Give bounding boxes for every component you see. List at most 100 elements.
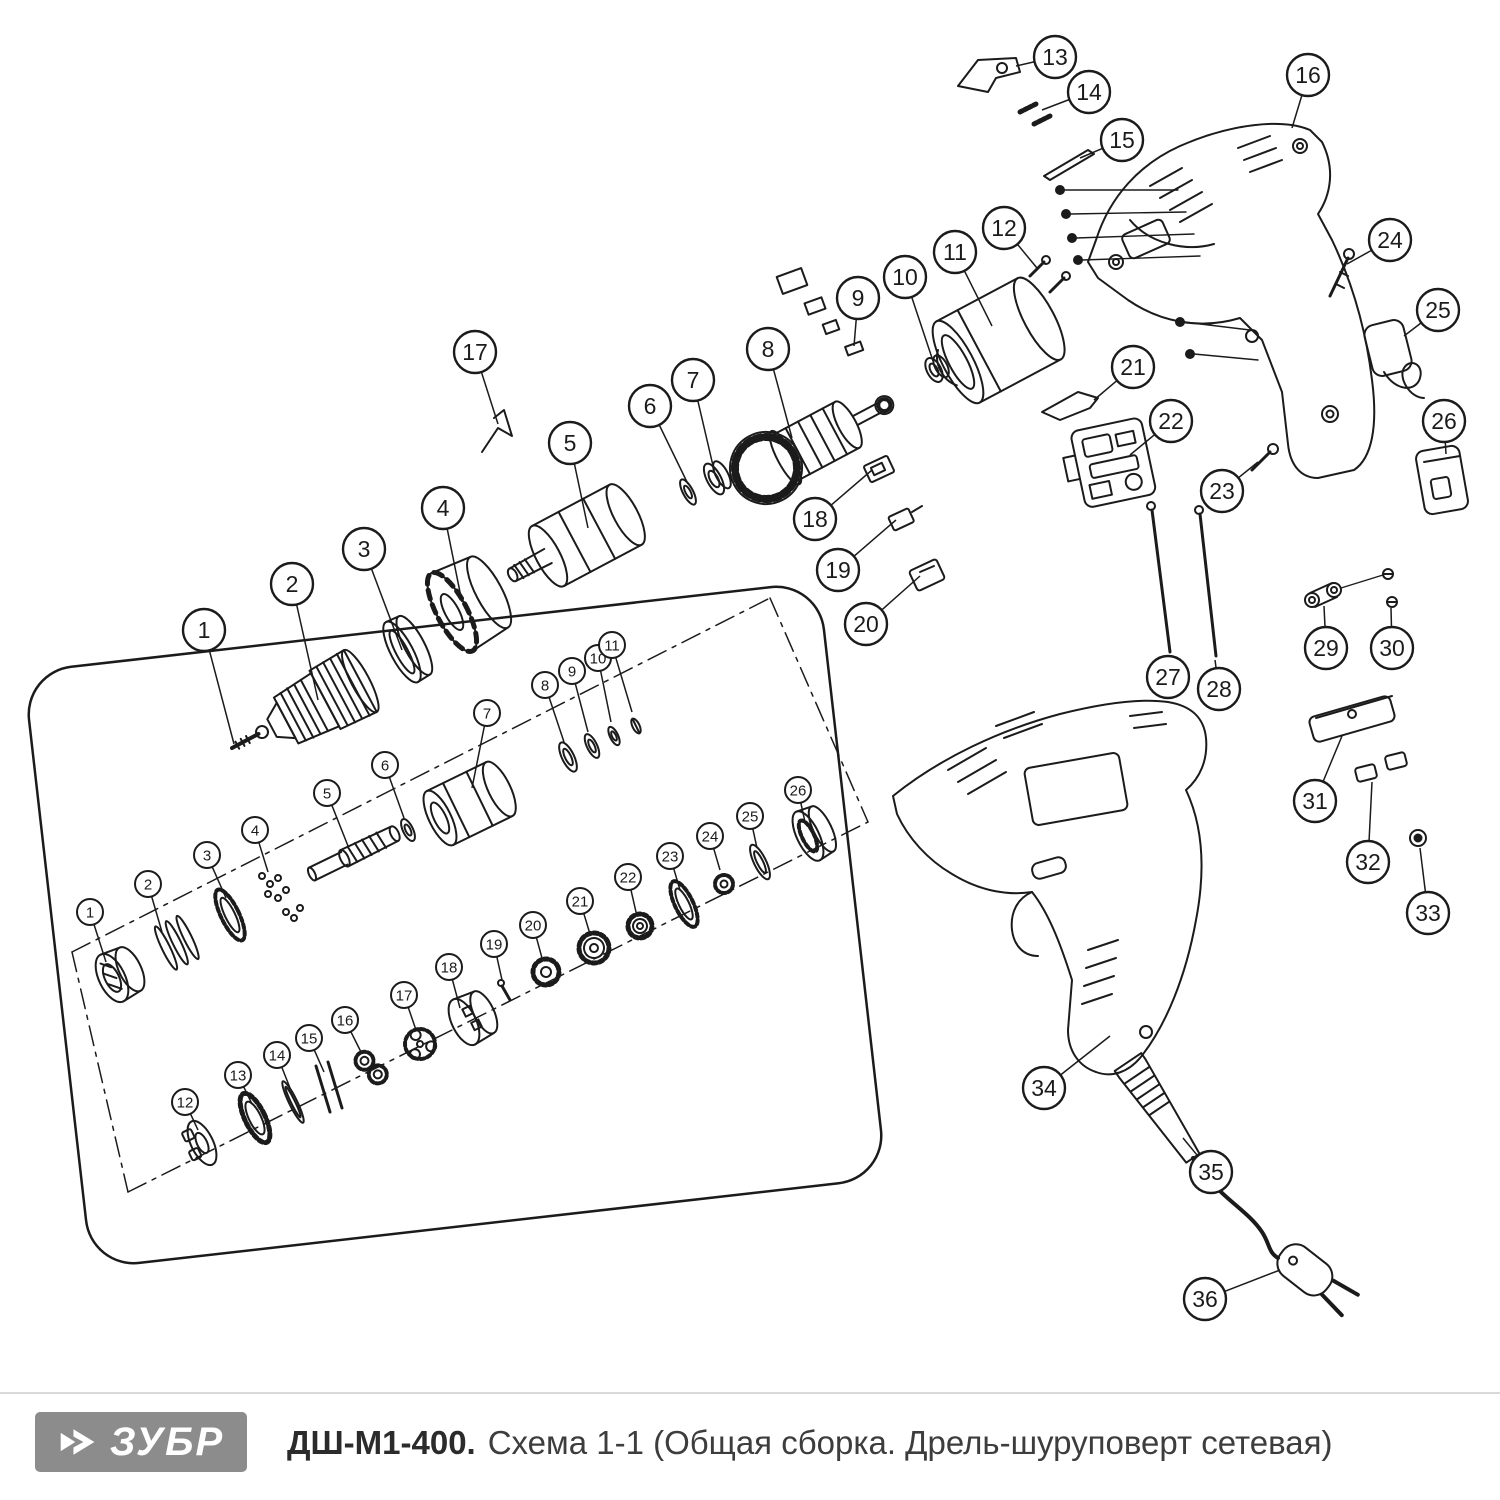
main-callout-30	[1369, 625, 1415, 671]
main-callout-20	[843, 601, 889, 647]
inset-callout-21	[566, 887, 594, 915]
inset-leader-22	[630, 889, 637, 913]
inset-leader-18	[451, 979, 461, 1009]
main-leader-29	[1323, 605, 1326, 628]
main-callout-label-32: 32	[1355, 849, 1381, 875]
inset-callout-16	[331, 1006, 359, 1034]
inset-part-14	[281, 1080, 305, 1124]
main-leader-22	[1129, 433, 1156, 456]
inset-callout-17	[390, 981, 418, 1009]
zubr-logo: ЗУБР	[35, 1412, 247, 1472]
inset-leader-15	[313, 1049, 325, 1073]
part-rod-28	[1194, 505, 1218, 658]
inset-leader-2	[150, 896, 163, 933]
main-callout-9	[835, 275, 881, 321]
part-washer-6	[679, 478, 697, 506]
main-callout-label-11: 11	[943, 239, 967, 265]
inset-part-8	[558, 741, 578, 773]
main-callout-label-14: 14	[1076, 79, 1102, 105]
inset-part-10	[607, 725, 621, 747]
main-leader-11	[963, 270, 993, 327]
main-callout-8	[745, 326, 791, 372]
main-callout-25	[1415, 287, 1461, 333]
inset-part-21	[576, 930, 612, 966]
inset-callout-18	[435, 953, 463, 981]
main-leader-2	[295, 604, 319, 701]
main-callout-29	[1303, 625, 1349, 671]
part-clip-15	[1043, 149, 1095, 181]
inset-leader-3	[211, 866, 227, 899]
inset-callout-15	[295, 1024, 323, 1052]
main-callout-label-27: 27	[1155, 664, 1181, 690]
inset-callout-12	[171, 1088, 199, 1116]
main-leader-32	[1368, 781, 1373, 842]
main-callout-label-34: 34	[1031, 1075, 1057, 1101]
main-callout-label-15: 15	[1109, 127, 1135, 153]
main-callout-18	[792, 496, 838, 542]
main-callout-label-20: 20	[853, 611, 879, 637]
inset-part-20	[530, 956, 562, 988]
caption-subtitle: Схема 1-1 (Общая сборка. Дрель-шуруповер…	[487, 1424, 1333, 1461]
inset-part-2	[153, 914, 200, 971]
inset-leader-7	[471, 725, 486, 789]
main-callout-23	[1199, 468, 1245, 514]
main-callout-11	[932, 229, 978, 275]
main-callout-14	[1066, 69, 1112, 115]
part-switch-22	[1062, 417, 1157, 508]
main-callout-label-2: 2	[286, 571, 299, 597]
inset-callout-3	[193, 841, 221, 869]
inset-callout-label-26: 26	[790, 782, 807, 799]
main-leader-35	[1182, 1137, 1199, 1157]
main-leader-18	[830, 469, 873, 506]
inset-callout-22	[614, 863, 642, 891]
main-leader-33	[1419, 847, 1427, 893]
inset-part-19	[497, 979, 512, 1002]
main-leader-6	[658, 424, 689, 485]
main-callout-12	[981, 205, 1027, 251]
part-bearing-10	[924, 354, 950, 383]
inset-leader-9	[574, 683, 589, 733]
main-callout-19	[815, 547, 861, 593]
main-leader-17	[480, 371, 499, 425]
main-callout-2	[269, 561, 315, 607]
part-capacitor-25	[1363, 319, 1425, 399]
main-callout-label-8: 8	[762, 336, 775, 362]
inset-part-13	[237, 1090, 273, 1146]
part-screw-1	[230, 725, 270, 750]
main-leader-15	[1079, 147, 1103, 159]
part-chuck-2	[266, 648, 380, 745]
inset-leader-11	[614, 657, 633, 713]
inset-part-15	[314, 1060, 344, 1114]
inset-callout-4	[241, 816, 269, 844]
main-leader-36	[1224, 1269, 1281, 1293]
inset-part-12	[181, 1119, 218, 1167]
inset-callout-label-22: 22	[620, 869, 637, 886]
part-clip-17	[481, 409, 513, 453]
inset-leader-17	[407, 1007, 417, 1031]
inset-callout-1	[76, 898, 104, 926]
inset-leader-8	[548, 697, 565, 743]
main-callout-32	[1345, 839, 1391, 885]
inset-part-23	[668, 879, 700, 929]
inset-leader-25	[752, 828, 758, 849]
main-leader-14	[1041, 98, 1070, 111]
main-leader-26	[1444, 441, 1447, 455]
main-callout-label-13: 13	[1042, 44, 1068, 70]
inset-callout-label-1: 1	[86, 904, 94, 921]
inset-part-5	[306, 825, 401, 882]
inset-callout-label-13: 13	[230, 1067, 247, 1084]
main-callout-label-31: 31	[1302, 788, 1328, 814]
main-callout-label-17: 17	[462, 339, 488, 365]
main-callout-label-10: 10	[892, 264, 918, 290]
main-leader-13	[1015, 60, 1035, 67]
inset-callout-2	[134, 870, 162, 898]
brand-name: ЗУБР	[109, 1419, 225, 1464]
part-link-29	[1304, 574, 1384, 608]
part-screws-12	[1028, 255, 1071, 294]
main-callout-27	[1145, 654, 1191, 700]
part-lever-21	[1041, 391, 1099, 421]
main-callout-7	[670, 357, 716, 403]
inset-callout-label-12: 12	[177, 1094, 194, 1111]
inset-leader-14	[281, 1066, 291, 1089]
